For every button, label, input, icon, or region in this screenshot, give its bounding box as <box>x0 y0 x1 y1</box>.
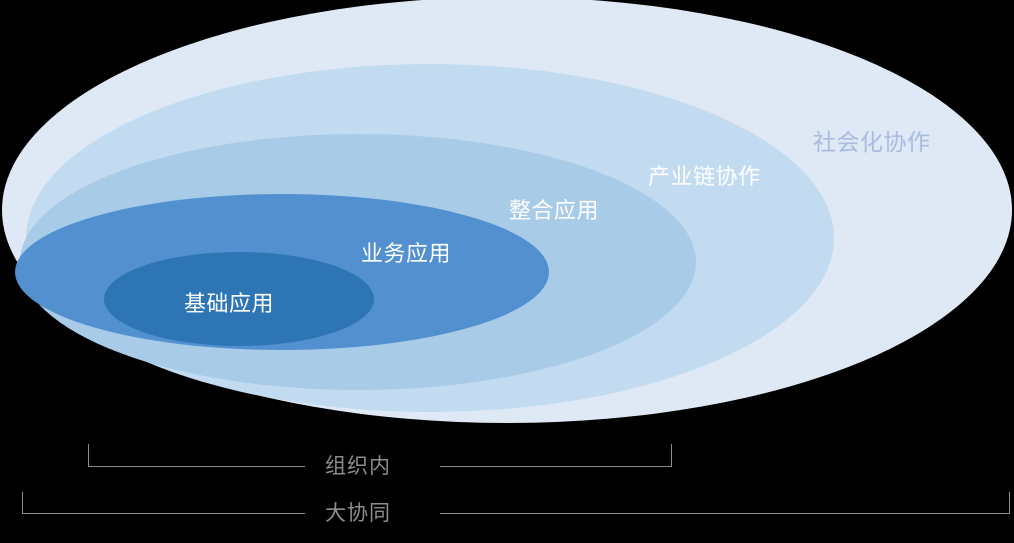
ellipse-ring-basic-app <box>104 252 374 346</box>
bracket-label-great-collab: 大协同 <box>325 502 391 525</box>
bracket-label-intra-org: 组织内 <box>325 455 391 478</box>
bracket-group <box>21 444 1011 515</box>
ellipse-group <box>2 0 1012 423</box>
